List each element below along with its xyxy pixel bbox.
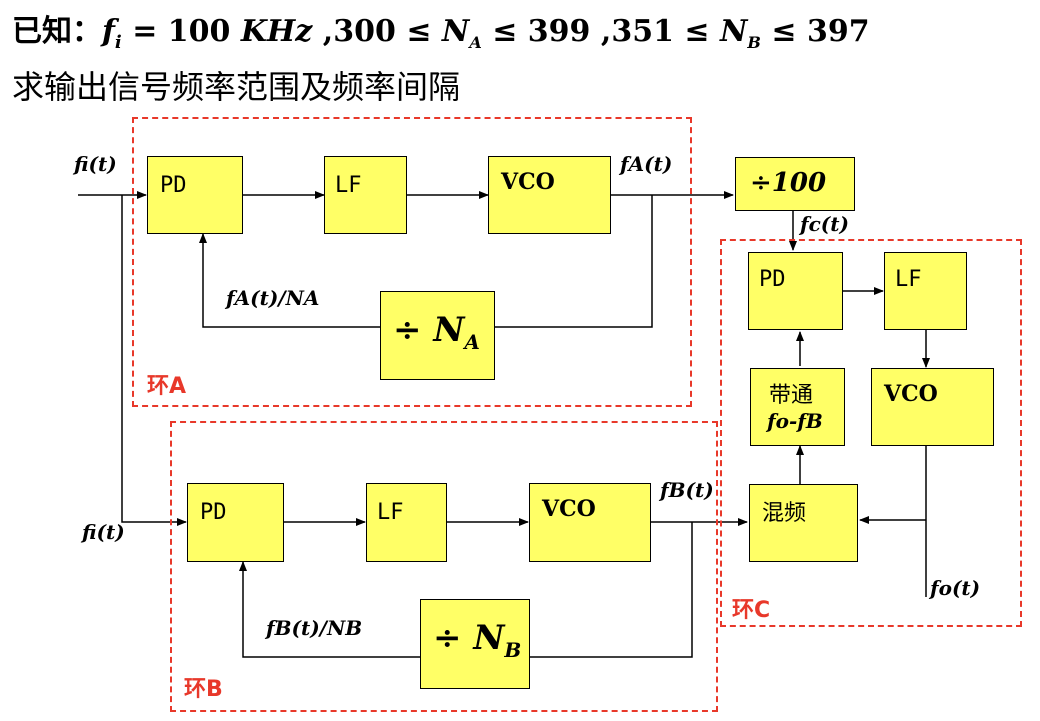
nb-range-high: 397	[807, 14, 870, 49]
loop-a-label: 环A	[147, 374, 187, 399]
na-subscript: A	[469, 33, 482, 52]
loop-a-outline	[132, 117, 692, 407]
na-range-low: ,300	[322, 14, 396, 49]
phase-detector-a-label: PD	[160, 173, 187, 198]
signal-fi-top: fi(t)	[74, 152, 117, 176]
loop-c-label: 环C	[732, 598, 771, 623]
divider-na-label: ÷ NA	[393, 310, 480, 354]
phase-detector-c-label: PD	[759, 267, 786, 292]
divider-100-label: ÷100	[750, 168, 827, 198]
bandpass-filter: 带通 fo-fB	[750, 368, 845, 446]
divider-na-n: N	[433, 310, 465, 350]
loop-b-outline	[170, 421, 718, 712]
vco-c: VCO	[871, 368, 994, 446]
loop-filter-c: LF	[884, 252, 967, 330]
vco-c-label: VCO	[884, 381, 938, 407]
loop-c-outline	[720, 239, 1022, 627]
nb-range-low: ,351	[600, 14, 674, 49]
loop-filter-a: LF	[324, 156, 407, 234]
divider-nb-n: N	[473, 618, 505, 658]
divider-nb-label: ÷ NB	[433, 618, 521, 662]
divider-nb-subscript: B	[504, 637, 522, 662]
divider-nb: ÷ NB	[420, 599, 530, 689]
signal-fb-divided: fB(t)/NB	[266, 616, 363, 640]
nb-symbol: N	[720, 14, 748, 49]
divider-100: ÷100	[735, 157, 855, 211]
bandpass-label-line2: fo-fB	[767, 409, 823, 433]
nb-subscript: B	[747, 33, 761, 52]
na-range-high: 399	[527, 14, 591, 49]
signal-fi-bottom: fi(t)	[82, 520, 125, 544]
loop-filter-c-label: LF	[895, 267, 922, 292]
loop-filter-a-label: LF	[335, 173, 362, 198]
vco-a: VCO	[488, 156, 611, 234]
phase-detector-b: PD	[187, 483, 284, 562]
le-symbol: ≤	[492, 14, 518, 49]
given-prefix: 已知：	[12, 14, 102, 49]
wire-div-nb-to-pd-b	[239, 561, 420, 658]
le-symbol: ≤	[684, 14, 710, 49]
divider-na-symbol: ÷	[393, 310, 422, 350]
le-symbol: ≤	[771, 14, 797, 49]
question-line: 求输出信号频率范围及频率间隔	[12, 68, 461, 106]
fi-subscript: i	[114, 32, 122, 53]
vco-a-label: VCO	[501, 169, 555, 195]
given-line: 已知：fi = 100 KHz ,300 ≤ NA ≤ 399 ,351 ≤ N…	[12, 6, 870, 53]
mixer-label: 混频	[762, 501, 807, 526]
fi-symbol: f	[102, 14, 115, 49]
na-symbol: N	[441, 14, 470, 49]
le-symbol: ≤	[406, 14, 432, 49]
phase-detector-c: PD	[748, 252, 843, 330]
wire-div-na-to-pd-a	[199, 233, 380, 328]
divider-nb-symbol: ÷	[433, 618, 462, 658]
signal-fa: fA(t)	[620, 152, 673, 176]
fi-value: = 100	[132, 14, 231, 49]
khz-unit: KHz	[240, 14, 313, 49]
vco-b-label: VCO	[542, 496, 596, 522]
phase-detector-b-label: PD	[200, 500, 227, 525]
loop-filter-b-label: LF	[377, 500, 404, 525]
bandpass-label-line1: 带通	[769, 383, 814, 408]
vco-b: VCO	[529, 483, 651, 562]
loop-b-label: 环B	[184, 677, 223, 702]
divider-na: ÷ NA	[380, 291, 495, 380]
wire-fi-branch-b	[121, 195, 187, 526]
wire-fb-feedback	[530, 522, 693, 658]
signal-fb: fB(t)	[660, 478, 714, 502]
signal-fa-divided: fA(t)/NA	[226, 286, 320, 310]
loop-filter-b: LF	[366, 483, 447, 562]
mixer: 混频	[749, 484, 858, 562]
signal-fo: fo(t)	[930, 576, 981, 600]
divider-na-subscript: A	[464, 329, 480, 354]
phase-detector-a: PD	[147, 156, 243, 234]
signal-fc: fc(t)	[800, 212, 849, 236]
wire-fa-feedback	[495, 195, 653, 328]
